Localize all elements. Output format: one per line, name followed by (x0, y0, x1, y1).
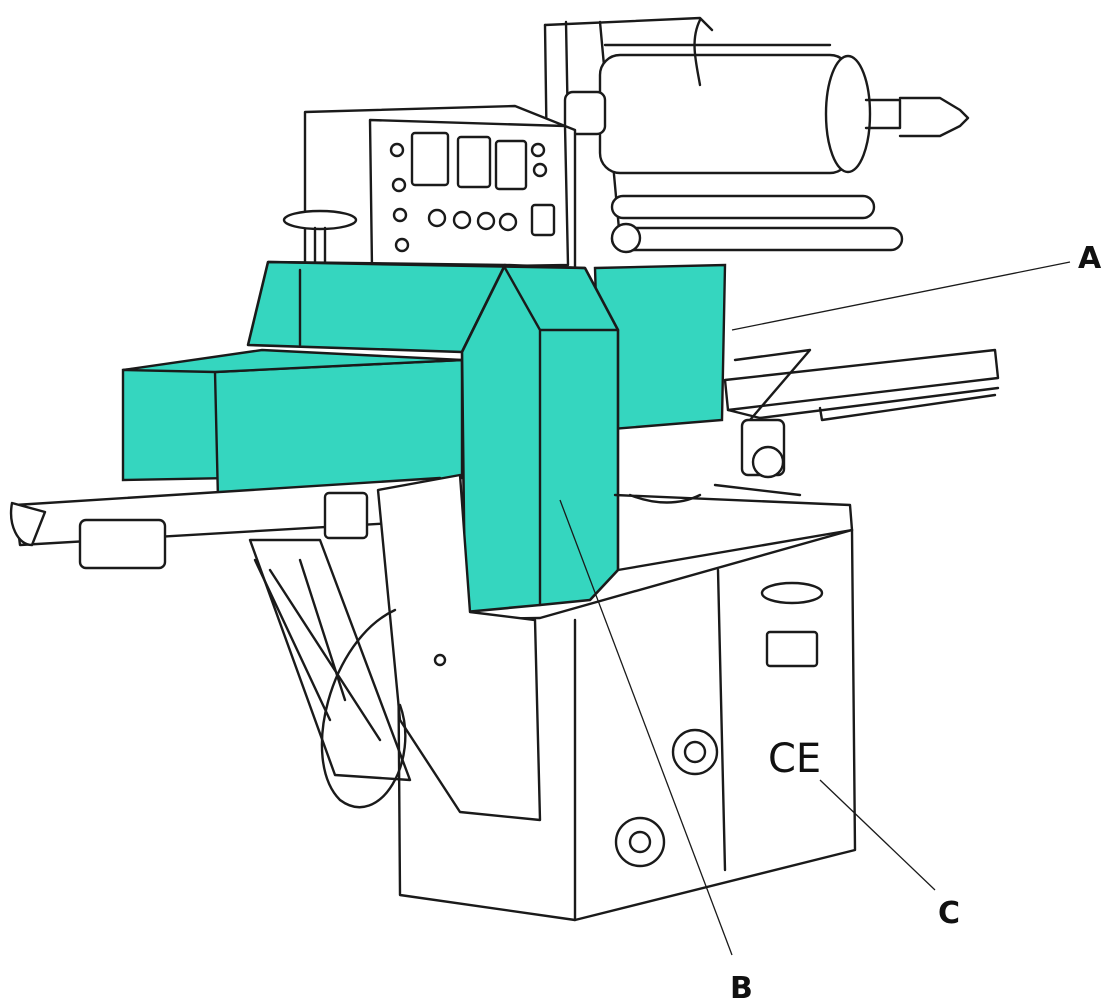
callout-a: A (1078, 241, 1102, 276)
control-button-2[interactable] (452, 210, 472, 230)
leader-line-a (731, 261, 1071, 331)
lock-handle-knob[interactable] (282, 209, 358, 231)
control-switch-3[interactable] (494, 139, 528, 191)
infeed-conveyor (9, 476, 447, 570)
base-lever[interactable] (628, 493, 702, 504)
lower-gland-1 (671, 728, 719, 776)
control-button-1[interactable] (427, 208, 447, 228)
sealing-head-cover (246, 260, 620, 614)
control-switch-2[interactable] (456, 135, 492, 189)
film-guide-rods (610, 194, 904, 254)
control-selector[interactable] (530, 203, 556, 237)
indicator-window (765, 630, 819, 668)
control-panel-box (282, 104, 577, 280)
adjustment-handle[interactable] (713, 418, 802, 497)
infeed-mesh-guard (121, 348, 464, 502)
ce-marking: CE (768, 736, 821, 782)
film-roll-assembly (543, 16, 970, 242)
callout-b: B (730, 971, 753, 1002)
support-frame (248, 538, 412, 809)
leader-line-b (559, 499, 733, 956)
lower-gland-2 (614, 816, 666, 868)
control-switch-1[interactable] (410, 131, 450, 187)
callout-c: C (938, 896, 960, 931)
base-knob[interactable] (760, 581, 824, 605)
side-bracket (376, 473, 542, 822)
control-button-3[interactable] (476, 211, 496, 231)
leader-line-c (819, 779, 936, 891)
control-button-4[interactable] (498, 212, 518, 232)
